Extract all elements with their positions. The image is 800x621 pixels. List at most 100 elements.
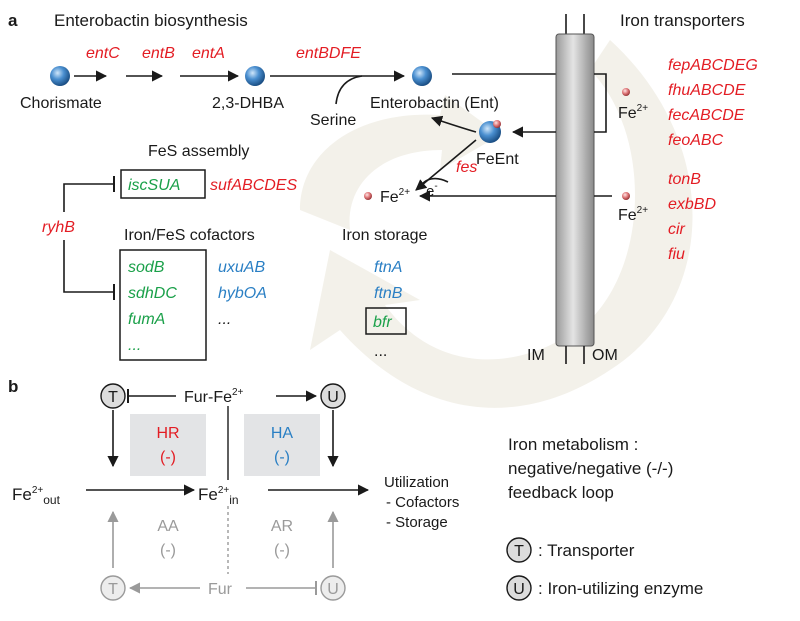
utilizer-node-bottom-label: U <box>327 581 339 598</box>
legend-utilizer-letter: U <box>513 581 525 598</box>
gene-sodB: sodB <box>128 259 165 276</box>
enterobactin-molecule <box>412 66 432 86</box>
transporters-title: Iron transporters <box>620 11 745 30</box>
chorismate-molecule <box>50 66 70 86</box>
utilization-cofactors: - Cofactors <box>386 494 459 511</box>
utilization-storage: - Storage <box>386 514 448 531</box>
electron-curve <box>419 177 449 189</box>
fe-out-label: Fe2+out <box>12 485 61 507</box>
gene-uxuAB: uxuAB <box>218 259 265 276</box>
bfr-box <box>365 307 407 335</box>
legend-transporter-text: : Transporter <box>538 541 635 560</box>
legend-utilizer-icon <box>506 575 532 601</box>
utilization-label: Utilization <box>384 474 449 491</box>
legend-utilizer-text: : Iron-utilizing enzyme <box>538 579 703 598</box>
legend-transporter-icon <box>506 537 532 563</box>
cofactor-blue-more: ... <box>218 311 231 328</box>
gene-fiu: fiu <box>668 246 685 263</box>
storage-more: ... <box>374 343 387 360</box>
transporter-node-top <box>100 383 126 409</box>
inner-membrane-label: IM <box>527 347 545 364</box>
utilizer-node-top <box>320 383 346 409</box>
iron-ion-bottom <box>622 192 630 200</box>
gene-entC: entC <box>86 45 120 62</box>
gene-entB: entB <box>142 45 175 62</box>
dhba-molecule <box>245 66 265 86</box>
biosynthesis-title: Enterobactin biosynthesis <box>54 11 248 30</box>
fe-top-label: Fe2+ <box>618 103 648 122</box>
aa-label: AA <box>157 518 179 535</box>
outer-membrane-label: OM <box>592 347 618 364</box>
ar-label: AR <box>271 518 293 535</box>
ryhB-line-top <box>63 183 114 212</box>
feent-iron <box>493 120 501 128</box>
gene-fumA: fumA <box>128 311 165 328</box>
utilizer-node-bottom <box>320 575 346 601</box>
gene-fepABCDEG: fepABCDEG <box>668 57 758 74</box>
cofactors-box <box>119 249 207 361</box>
fes-assembly-title: FeS assembly <box>148 143 249 160</box>
cycle-background-arrow-left <box>300 95 500 230</box>
ent-recycle-arrow <box>430 115 477 133</box>
gene-entBDFE: entBDFE <box>296 45 361 62</box>
gene-feoABC: feoABC <box>668 132 724 149</box>
gene-exbBD: exbBD <box>668 196 716 213</box>
iscSUA-box <box>120 169 206 199</box>
iron-ion-inside <box>364 192 372 200</box>
ha-box <box>244 414 320 476</box>
gene-entA: entA <box>192 45 225 62</box>
fur-label: Fur <box>208 581 233 598</box>
gene-sufABCDES: sufABCDES <box>210 177 297 194</box>
enterobactin-label: Enterobactin (Ent) <box>370 95 499 112</box>
summary-line-2: negative/negative (-/-) <box>508 459 673 478</box>
iron-ion-top <box>622 88 630 96</box>
fe-in-label: Fe2+in <box>198 485 239 507</box>
electron-label: e- <box>426 181 438 200</box>
gene-ftnB: ftnB <box>374 285 403 302</box>
ar-sign: (-) <box>274 542 290 559</box>
panel-a-label: a <box>8 11 18 30</box>
hr-label: HR <box>156 425 179 442</box>
membrane-channel <box>555 33 595 347</box>
summary-line-1: Iron metabolism : <box>508 435 638 454</box>
transporter-node-bottom <box>100 575 126 601</box>
summary-line-3: feedback loop <box>508 483 614 502</box>
legend-transporter-letter: T <box>514 543 524 560</box>
fe-bottom-label: Fe2+ <box>618 205 648 224</box>
gene-cir: cir <box>668 221 686 238</box>
serine-joining-curve <box>335 75 363 105</box>
hr-box <box>130 414 206 476</box>
storage-title: Iron storage <box>342 227 427 244</box>
gene-fecABCDE: fecABCDE <box>668 107 745 124</box>
gene-fhuABCDE: fhuABCDE <box>668 82 746 99</box>
transporter-node-top-label: T <box>108 389 118 406</box>
aa-sign: (-) <box>160 542 176 559</box>
ha-sign: (-) <box>274 449 290 466</box>
cofactors-title: Iron/FeS cofactors <box>124 227 255 244</box>
ha-label: HA <box>271 425 294 442</box>
gene-iscSUA: iscSUA <box>128 177 180 194</box>
hr-sign: (-) <box>160 449 176 466</box>
fe-inside-label: Fe2+ <box>380 187 410 206</box>
gene-bfr: bfr <box>373 314 392 331</box>
ryhB-line-bottom <box>63 240 114 293</box>
gene-hybOA: hybOA <box>218 285 267 302</box>
gene-ryhB: ryhB <box>42 219 75 236</box>
feent-label: FeEnt <box>476 151 519 168</box>
dhba-label: 2,3-DHBA <box>212 95 284 112</box>
gene-sdhDC: sdhDC <box>128 285 177 302</box>
gene-tonB: tonB <box>668 171 701 188</box>
transporter-node-bottom-label: T <box>108 581 118 598</box>
fur-fe-label: Fur-Fe2+ <box>184 387 244 406</box>
panel-b-label: b <box>8 377 18 396</box>
serine-label: Serine <box>310 112 356 129</box>
transporter-bracket <box>594 73 607 133</box>
gene-ftnA: ftnA <box>374 259 402 276</box>
gene-fes: fes <box>456 159 477 176</box>
cycle-background-arrow <box>310 40 693 408</box>
utilizer-node-top-label: U <box>327 389 339 406</box>
chorismate-label: Chorismate <box>20 95 102 112</box>
cofactor-green-more: ... <box>128 337 141 354</box>
